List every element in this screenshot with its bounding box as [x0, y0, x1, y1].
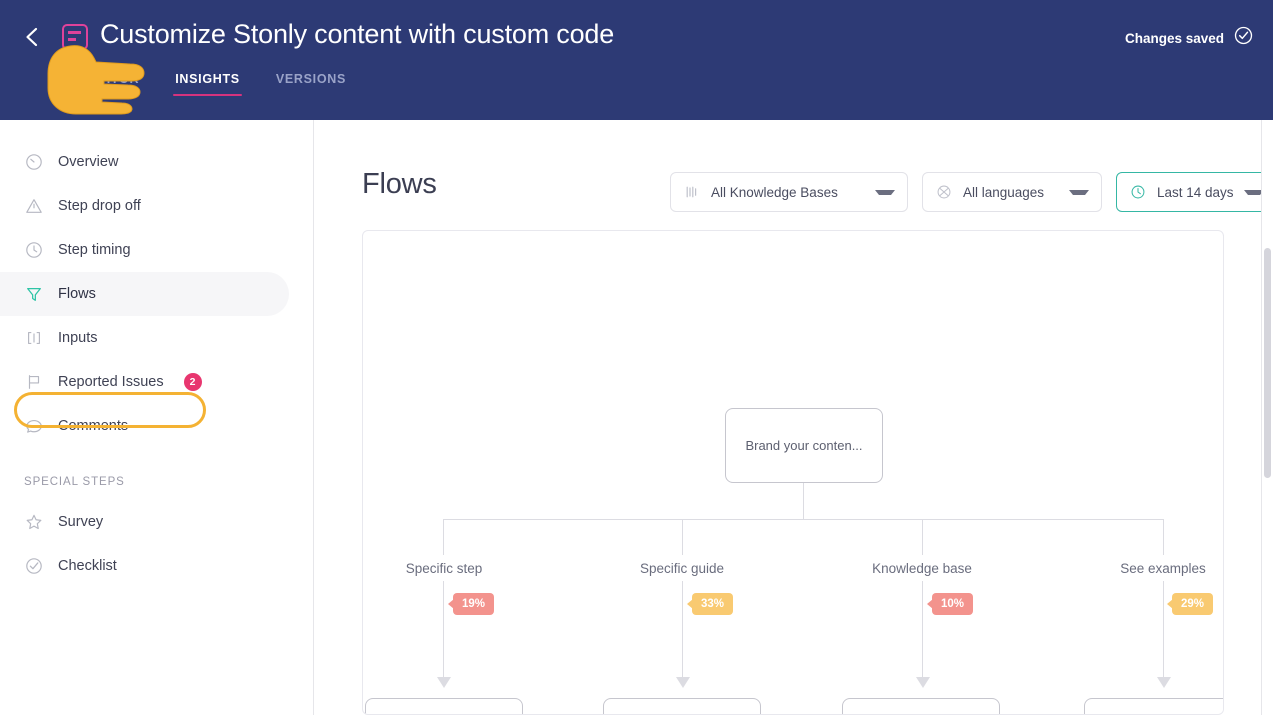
- arrow-head-icon: [1157, 677, 1171, 688]
- main-header: Flows All Knowledge Bases All languages: [362, 168, 1273, 218]
- filter-label: Last 14 days: [1157, 184, 1234, 200]
- knowledge-base-icon: [683, 183, 701, 201]
- sidebar-item-label: Flows: [58, 286, 96, 302]
- branch-label: Knowledge base: [872, 561, 972, 576]
- flow-stage: Brand your conten... Specific step Speci…: [363, 231, 1223, 714]
- filter-label: All Knowledge Bases: [711, 184, 838, 200]
- branch-label: Specific guide: [639, 561, 725, 576]
- save-status: Changes saved: [1125, 26, 1253, 50]
- connector-branch-2: [682, 519, 683, 555]
- warning-triangle-icon: [24, 196, 44, 216]
- sidebar-item-label: Step drop off: [58, 198, 141, 214]
- arrow-head-icon: [437, 677, 451, 688]
- branch-percentage-badge: 29%: [1166, 593, 1214, 615]
- sidebar-item-label: Overview: [58, 154, 119, 170]
- gauge-icon: [24, 152, 44, 172]
- sidebar-item-comments[interactable]: Comments: [0, 404, 289, 448]
- page-title: Customize Stonly content with custom cod…: [100, 19, 615, 49]
- flow-leaf-node[interactable]: Customize guides and steps with CSS: [365, 698, 523, 714]
- tab-insights[interactable]: INSIGHTS: [157, 72, 258, 96]
- check-circle-icon: [1234, 26, 1253, 50]
- page-scrollbar-track[interactable]: [1261, 120, 1273, 715]
- branch-percentage-badge: 19%: [447, 593, 495, 615]
- guide-card-icon: [62, 24, 88, 50]
- arrow-head-icon: [916, 677, 930, 688]
- connector-down-2: [682, 581, 683, 679]
- connector-branch-1: [443, 519, 444, 555]
- flow-leaf-node[interactable]: How to customize specific guides with cu…: [603, 698, 761, 714]
- sidebar-item-reported-issues[interactable]: Reported Issues 2: [0, 360, 289, 404]
- flow-leaf-node[interactable]: How to customize your guides with CSS co…: [1084, 698, 1223, 714]
- sidebar-item-label: Survey: [58, 514, 104, 530]
- section-title: Flows: [362, 168, 437, 200]
- connector-horizontal-rail: [443, 519, 1164, 520]
- branch-percentage-badge: 10%: [926, 593, 974, 615]
- sidebar-item-overview[interactable]: Overview: [0, 140, 289, 184]
- branch-percentage-badge: 33%: [686, 593, 734, 615]
- connector-down-3: [922, 581, 923, 679]
- language-filter[interactable]: All languages: [922, 172, 1102, 212]
- flow-root-node[interactable]: Brand your conten...: [725, 408, 883, 483]
- funnel-icon: [24, 284, 44, 304]
- save-status-label: Changes saved: [1124, 30, 1224, 46]
- sidebar-item-survey[interactable]: Survey: [0, 500, 289, 544]
- brackets-icon: [24, 328, 44, 348]
- sidebar-item-label: Reported Issues: [58, 374, 164, 390]
- main-content: Flows All Knowledge Bases All languages: [315, 120, 1273, 715]
- date-range-filter[interactable]: Last 14 days: [1116, 172, 1273, 212]
- chevron-down-icon: [1243, 189, 1264, 195]
- sidebar-section-label: SPECIAL STEPS: [24, 476, 125, 488]
- clock-icon: [1129, 183, 1147, 201]
- check-circle-icon: [24, 556, 44, 576]
- connector-branch-4: [1163, 519, 1164, 555]
- tab-editor[interactable]: EDITOR: [88, 72, 140, 86]
- chevron-down-icon: [1069, 189, 1089, 195]
- knowledge-base-filter[interactable]: All Knowledge Bases: [670, 172, 908, 212]
- star-icon: [24, 512, 44, 532]
- back-chevron-icon[interactable]: [18, 23, 46, 51]
- flow-leaf-node[interactable]: How to add custom code to the knowledge …: [842, 698, 1000, 714]
- sidebar-item-checklist[interactable]: Checklist: [0, 544, 289, 588]
- globe-icon: [935, 183, 953, 201]
- connector-branch-3: [922, 519, 923, 555]
- comment-icon: [24, 416, 44, 436]
- sidebar-item-label: Step timing: [58, 242, 131, 258]
- app-header: Customize Stonly content with custom cod…: [0, 0, 1273, 120]
- sidebar-item-step-timing[interactable]: Step timing: [0, 228, 289, 272]
- branch-label: See examples: [1120, 561, 1206, 576]
- connector-down-1: [443, 581, 444, 679]
- tab-versions[interactable]: VERSIONS: [275, 72, 347, 86]
- status-badge: 2: [183, 373, 202, 391]
- sidebar-item-step-drop-off[interactable]: Step drop off: [0, 184, 289, 228]
- arrow-head-icon: [676, 677, 690, 688]
- sidebar-item-label: Comments: [58, 418, 129, 434]
- header-tabs: EDITOR INSIGHTS VERSIONS: [70, 72, 364, 96]
- sidebar-item-inputs[interactable]: Inputs: [0, 316, 289, 360]
- flow-diagram-panel: Brand your conten... Specific step Speci…: [362, 230, 1224, 715]
- sidebar-item-flows[interactable]: Flows: [0, 272, 289, 316]
- insights-sidebar: Overview Step drop off Step timing Flows…: [0, 120, 314, 715]
- connector-down-4: [1163, 581, 1164, 679]
- sidebar-item-label: Checklist: [58, 558, 117, 574]
- page-scrollbar-thumb[interactable]: [1264, 248, 1271, 478]
- filter-bar: All Knowledge Bases All languages Last 1…: [670, 172, 1273, 212]
- connector-root-vertical: [803, 483, 804, 519]
- chevron-down-icon: [875, 189, 895, 195]
- branch-label: Specific step: [405, 561, 483, 576]
- sidebar-item-label: Inputs: [58, 330, 98, 346]
- flag-icon: [24, 372, 44, 392]
- clock-icon: [24, 240, 44, 260]
- filter-label: All languages: [963, 184, 1045, 200]
